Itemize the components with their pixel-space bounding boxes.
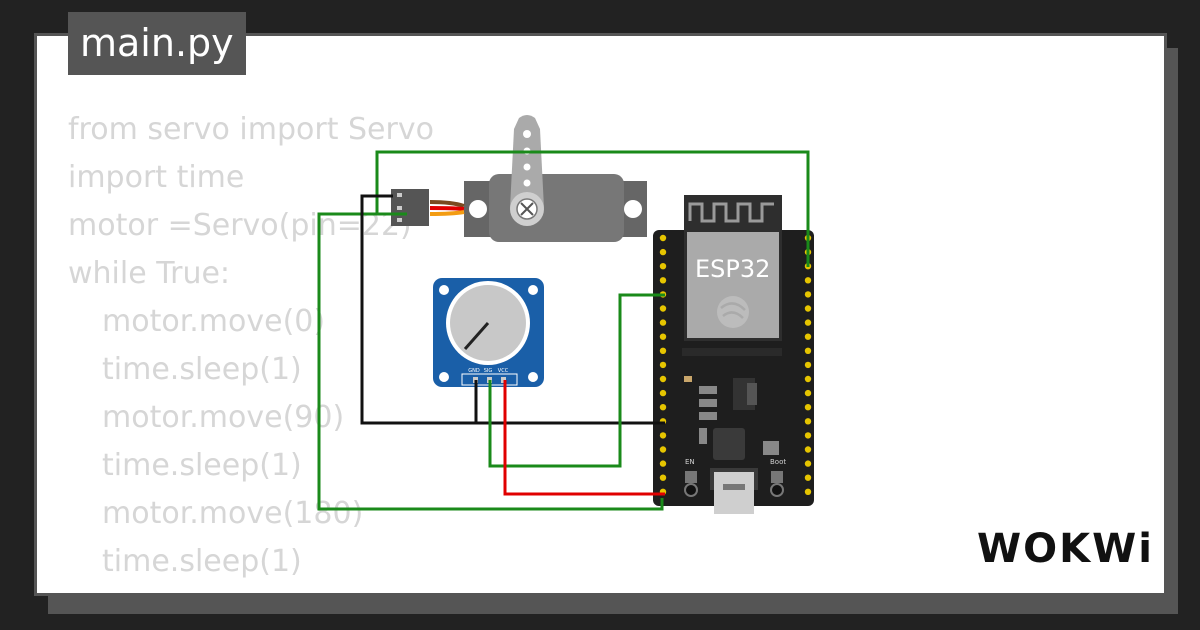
code-line: time.sleep(1) [102, 544, 302, 579]
wires [317, 150, 810, 511]
potentiometer-module[interactable]: GND SIG VCC [433, 278, 544, 387]
header-pin[interactable] [804, 305, 812, 312]
code-line: from servo import Servo [68, 112, 434, 147]
header-pin[interactable] [659, 319, 667, 326]
file-tab-label: main.py [80, 21, 234, 65]
header-pin[interactable] [659, 347, 667, 354]
header-pin[interactable] [659, 333, 667, 340]
header-pin[interactable] [659, 446, 667, 453]
header-pin[interactable] [804, 474, 812, 481]
header-pin[interactable] [659, 305, 667, 312]
wire-servo-power [317, 212, 664, 511]
header-pin[interactable] [659, 248, 667, 256]
code-line: while True: [68, 256, 231, 291]
header-pin[interactable] [804, 404, 812, 411]
header-pin[interactable] [804, 446, 812, 453]
wire-servo-ground [360, 194, 665, 425]
right-pin-header [804, 234, 812, 495]
wokwi-logo-text: WOKWi [977, 526, 1154, 572]
header-pin[interactable] [659, 234, 667, 242]
circuit-diagram: GND SIG VCC ESP32 [317, 115, 814, 514]
code-line: motor.move(0) [102, 304, 326, 339]
esp32-board[interactable]: ESP32 EN Boot [653, 195, 814, 514]
code-line: import time [68, 160, 245, 195]
code-line: motor.move(90) [102, 400, 345, 435]
pot-pin-gnd-label: GND [468, 368, 480, 374]
header-pin[interactable] [659, 375, 667, 383]
header-pin[interactable] [804, 319, 812, 326]
header-pin[interactable] [804, 375, 812, 383]
en-button-label: EN [685, 458, 695, 466]
header-pin[interactable] [804, 361, 812, 369]
esp32-label: ESP32 [695, 255, 770, 283]
header-pin[interactable] [804, 418, 812, 425]
header-pin[interactable] [659, 432, 667, 439]
header-pin[interactable] [804, 291, 812, 298]
header-pin[interactable] [804, 389, 812, 397]
code-line: time.sleep(1) [102, 448, 302, 483]
code-line: time.sleep(1) [102, 352, 302, 387]
header-pin[interactable] [804, 347, 812, 354]
header-pin[interactable] [659, 460, 667, 467]
left-pin-header [659, 234, 667, 495]
header-pin[interactable] [804, 432, 812, 439]
header-pin[interactable] [804, 488, 812, 495]
header-pin[interactable] [804, 333, 812, 340]
servo-motor[interactable] [391, 115, 647, 242]
header-pin[interactable] [659, 277, 667, 284]
boot-button-label: Boot [770, 458, 786, 466]
code-line: motor.move(90) [68, 586, 434, 593]
header-pin[interactable] [659, 389, 667, 397]
wokwi-logo: WOKWi [977, 526, 1154, 572]
header-pin[interactable] [659, 474, 667, 481]
espressif-logo-icon [717, 296, 749, 328]
header-pin[interactable] [659, 263, 667, 270]
wire-pot-vcc [503, 380, 665, 496]
header-pin[interactable] [804, 460, 812, 467]
pot-pin-sig-label: SIG [484, 368, 493, 374]
header-pin[interactable] [804, 277, 812, 284]
wire-pot-signal [488, 293, 665, 468]
file-tab[interactable]: main.py [68, 12, 246, 75]
header-pin[interactable] [659, 361, 667, 369]
pot-pin-vcc-label: VCC [498, 368, 509, 374]
header-pin[interactable] [659, 404, 667, 411]
